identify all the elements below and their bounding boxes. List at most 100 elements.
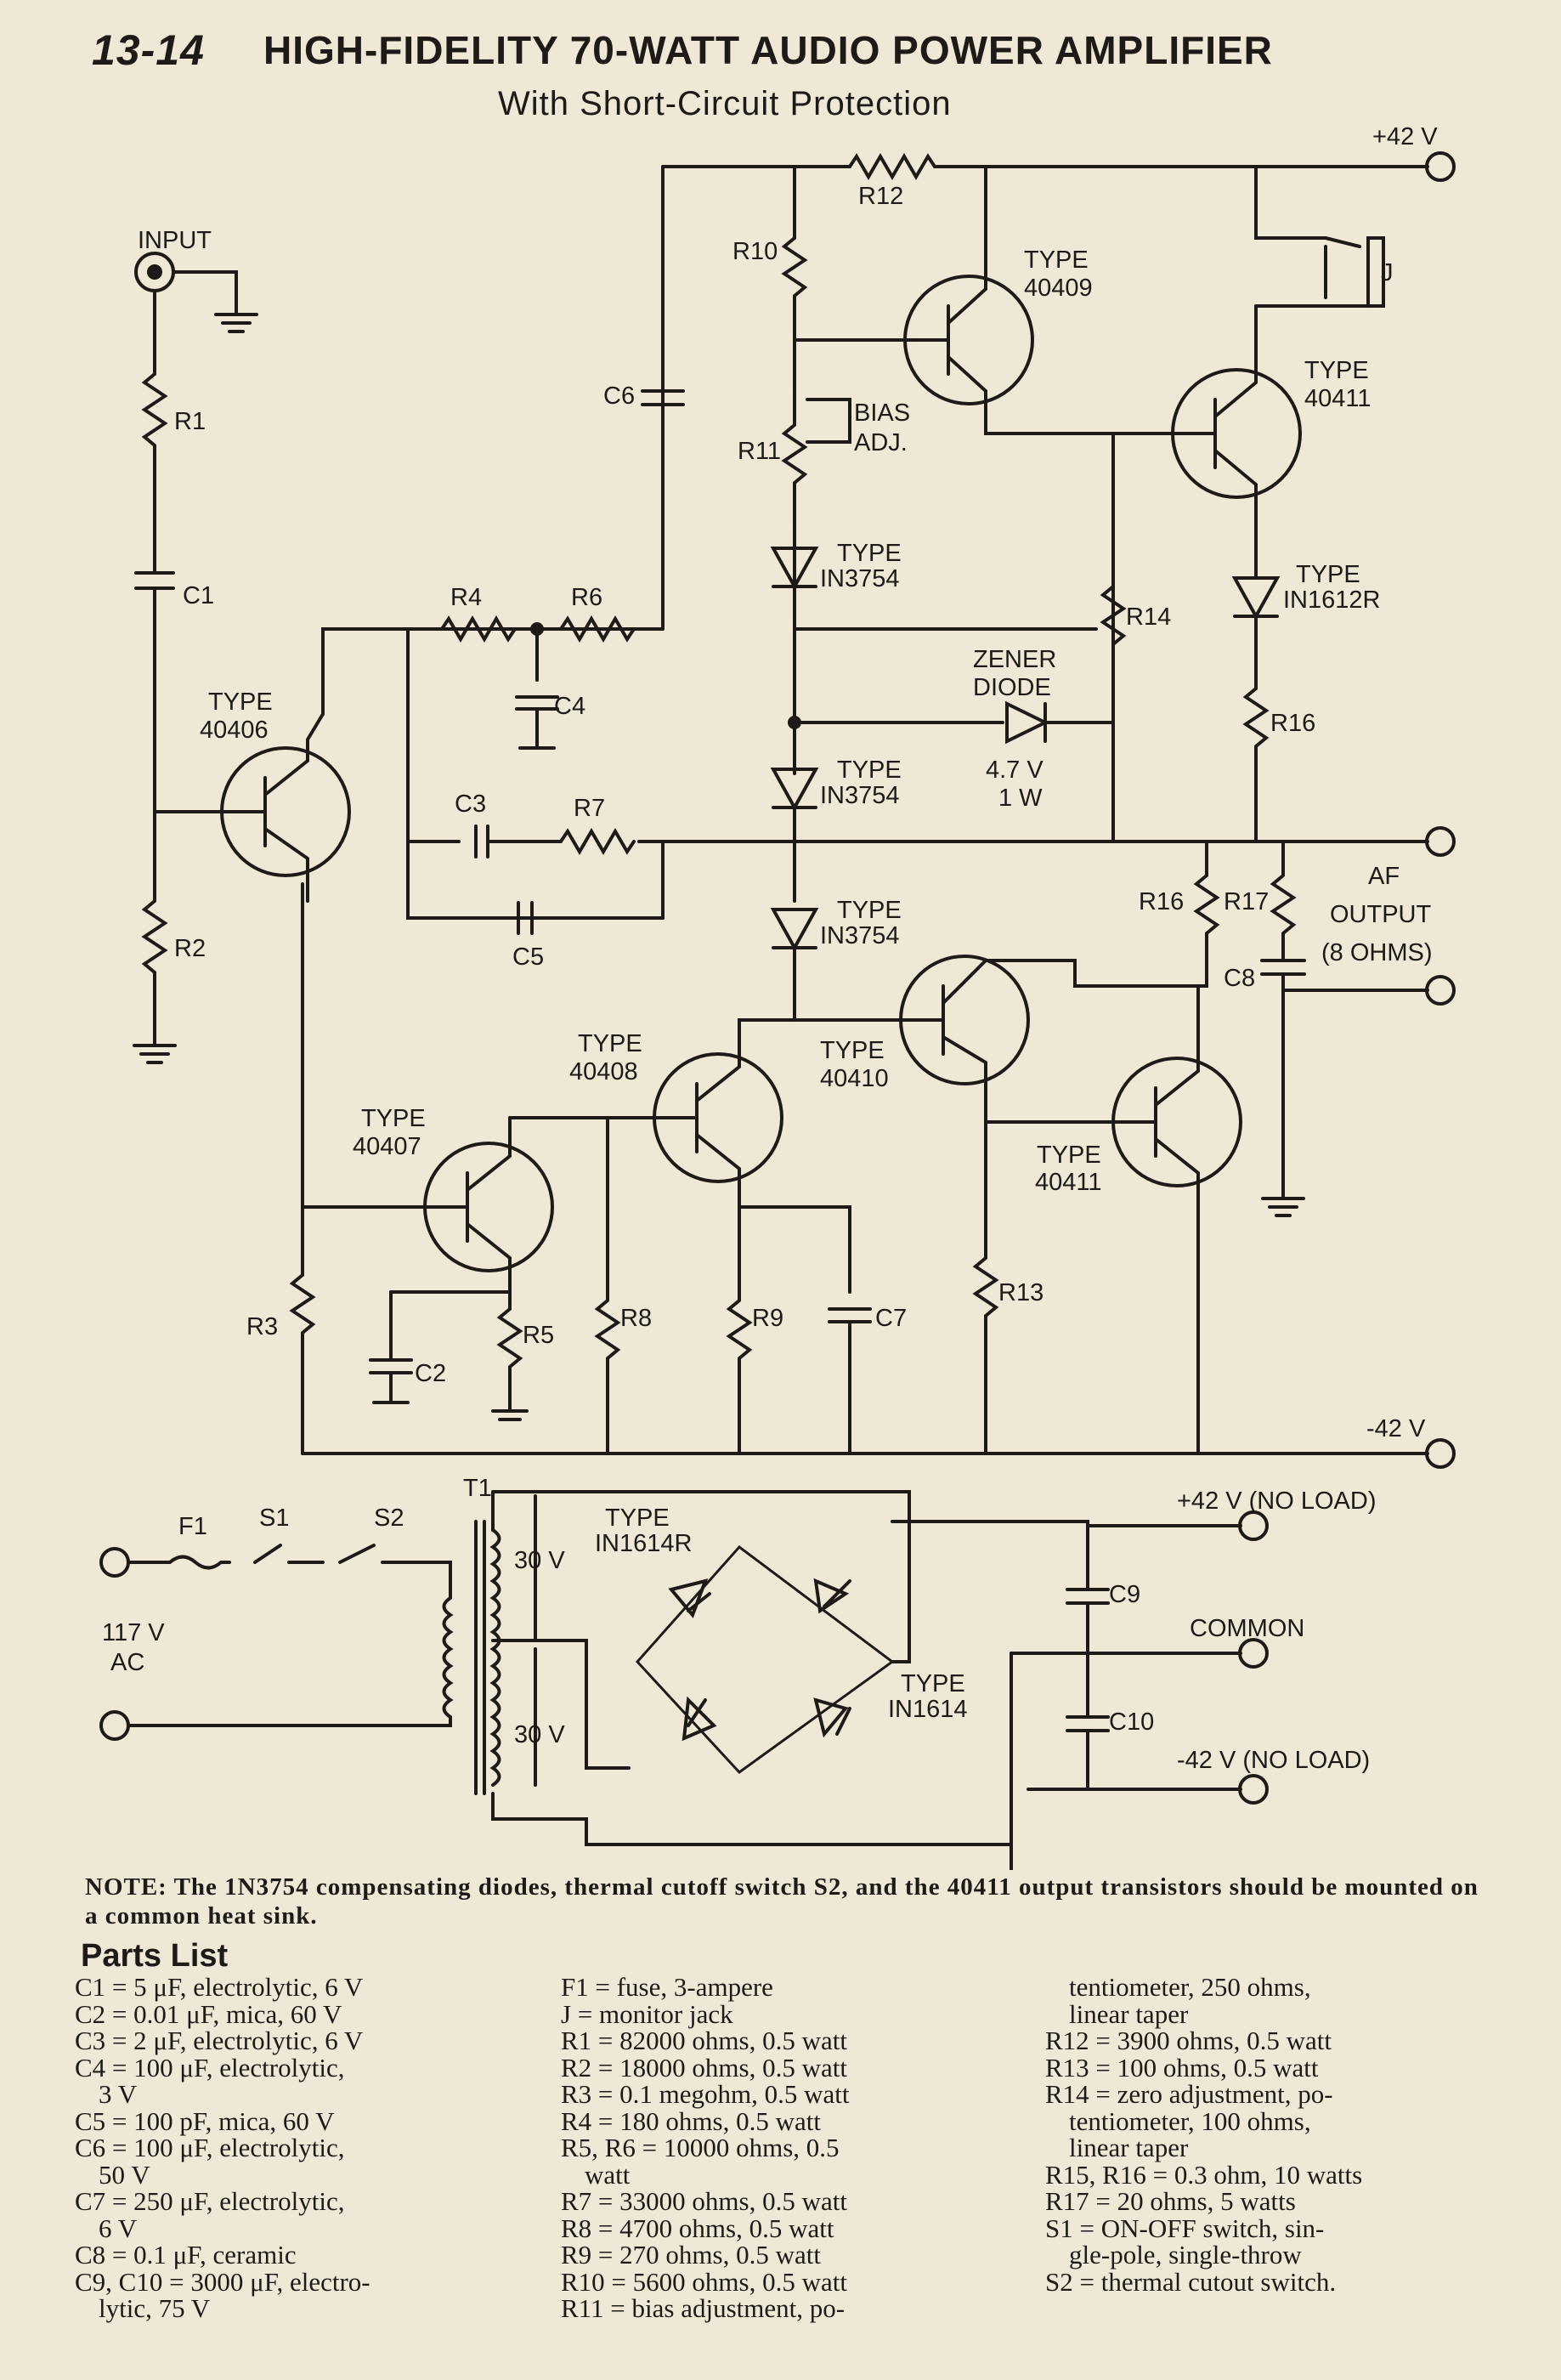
label-zener2: DIODE [973, 674, 1051, 701]
c9 [1066, 1524, 1110, 1655]
ground-symbol [214, 313, 258, 333]
neg-42v-terminal[interactable] [1425, 1438, 1456, 1469]
part-entry: R13 = 100 ohms, 0.5 watt [1045, 2052, 1319, 2082]
part-entry: R7 = 33000 ohms, 0.5 watt [561, 2186, 847, 2216]
bridge-diode-3 [682, 1696, 717, 1742]
transistor-40409 [903, 275, 1034, 405]
common-terminal[interactable] [1238, 1638, 1269, 1669]
part-entry: R5, R6 = 10000 ohms, 0.5 [561, 2133, 840, 2162]
pos-42v-noload-terminal[interactable] [1238, 1510, 1269, 1541]
transistor-40406 [220, 746, 351, 877]
r4 [440, 615, 517, 643]
ac-terminal-2[interactable] [99, 1710, 130, 1741]
label-in3754: IN3754 [820, 565, 900, 592]
label-s2: S2 [374, 1504, 404, 1532]
part-entry: R9 = 270 ohms, 0.5 watt [561, 2240, 821, 2270]
part-entry: watt [585, 2159, 631, 2190]
note-text: NOTE: The 1N3754 compensating diodes, th… [85, 1873, 1479, 1930]
af-output-terminal[interactable] [1425, 826, 1456, 857]
part-entry: C3 = 2 μF, electrolytic, 6 V [75, 2026, 364, 2055]
label-bias1: BIAS [854, 400, 910, 427]
label-in1614r: IN1614R [595, 1530, 692, 1557]
type-label: TYPE [1304, 357, 1369, 384]
label-common: COMMON [1190, 1615, 1304, 1642]
c1 [134, 571, 175, 590]
label-r7: R7 [574, 795, 605, 822]
r10 [781, 236, 808, 342]
af-output-common-terminal[interactable] [1425, 975, 1456, 1006]
r13 [972, 1120, 999, 1455]
part-entry: R1 = 82000 ohms, 0.5 watt [561, 2026, 847, 2055]
label-c8: C8 [1224, 965, 1255, 992]
label-pos42: +42 V [1372, 123, 1438, 150]
label-in3754: IN3754 [820, 782, 900, 809]
label-in1612r: IN1612R [1283, 586, 1380, 614]
parts-list-title: Parts List [81, 1938, 229, 1974]
diode-in1612r [1231, 559, 1281, 690]
label-ac: AC [110, 1649, 144, 1676]
neg-42v-noload-terminal[interactable] [1238, 1774, 1269, 1805]
part-entry: R10 = 5600 ohms, 0.5 watt [561, 2266, 847, 2297]
r8 [594, 1116, 621, 1455]
r16-lower [1193, 840, 1220, 945]
label-r16-lower: R16 [1139, 888, 1184, 915]
pos-42v-terminal[interactable] [1425, 151, 1456, 182]
monitor-jack[interactable] [1366, 236, 1385, 308]
part-entry: R8 = 4700 ohms, 0.5 watt [561, 2213, 834, 2243]
r6 [559, 615, 636, 643]
diode-in3754-2 [770, 768, 819, 903]
diode-in3754-1 [770, 525, 819, 626]
type-label: TYPE [901, 1670, 965, 1697]
part-entry: C6 = 100 μF, electrolytic, [75, 2133, 345, 2162]
figure-number: 13-14 [92, 26, 205, 74]
label-r8: R8 [620, 1305, 652, 1332]
type-label: TYPE [605, 1504, 670, 1532]
c2 [369, 1290, 413, 1404]
parts-list-column-1: C1 = 5 μF, electrolytic, 6 V C2 = 0.01 μ… [75, 1974, 517, 2322]
label-c5: C5 [512, 944, 544, 971]
fuse-f1 [127, 1555, 231, 1570]
part-entry: R11 = bias adjustment, po- [561, 2293, 846, 2323]
label-in3754: IN3754 [820, 922, 900, 949]
r7 [559, 828, 636, 855]
part-entry: R12 = 3900 ohms, 0.5 watt [1045, 2026, 1332, 2055]
zener-diode [1005, 700, 1115, 745]
ac-terminal-1[interactable] [99, 1547, 130, 1578]
amplifier-schematic: +42 V -42 V INPUT J BIAS ADJ. ZENER DIOD… [99, 123, 1456, 1870]
diode-in3754-3 [770, 908, 819, 1022]
part-entry: C2 = 0.01 μF, mica, 60 V [75, 1998, 342, 2029]
label-30v-upper: 30 V [514, 1547, 565, 1574]
part-entry: R14 = zero adjustment, po- [1045, 2079, 1333, 2109]
label-r16-upper: R16 [1270, 710, 1315, 737]
label-af3: (8 OHMS) [1321, 939, 1433, 966]
part-entry: 50 V [99, 2159, 150, 2190]
bridge-diode-2 [813, 1578, 851, 1614]
label-r17: R17 [1224, 888, 1269, 915]
part-entry: R4 = 180 ohms, 0.5 watt [561, 2105, 821, 2136]
label-bias2: ADJ. [854, 429, 908, 456]
part-entry: R2 = 18000 ohms, 0.5 watt [561, 2052, 847, 2082]
r5 [491, 1290, 529, 1421]
label-s1: S1 [259, 1504, 289, 1532]
bridge-diode-4 [813, 1697, 851, 1738]
type-label: TYPE [837, 540, 902, 567]
label-c7: C7 [875, 1305, 907, 1332]
r14-zero-pot[interactable] [793, 585, 1127, 843]
label-40406: 40406 [200, 717, 269, 744]
label-r14: R14 [1126, 604, 1171, 631]
r11-bias-pot[interactable] [781, 389, 851, 529]
label-r9: R9 [752, 1305, 783, 1332]
label-r5: R5 [523, 1322, 554, 1349]
label-r13: R13 [998, 1279, 1043, 1306]
label-in1614: IN1614 [888, 1696, 968, 1723]
part-entry: tentiometer, 250 ohms, [1069, 1972, 1311, 2002]
label-r3: R3 [246, 1313, 278, 1340]
r1 [141, 372, 168, 554]
part-entry: R15, R16 = 0.3 ohm, 10 watts [1045, 2159, 1363, 2190]
c8 [1260, 942, 1306, 1200]
page-subtitle: With Short-Circuit Protection [498, 85, 952, 122]
label-40410: 40410 [820, 1065, 889, 1092]
label-c10: C10 [1109, 1708, 1154, 1736]
label-r11: R11 [738, 438, 781, 465]
label-c9: C9 [1109, 1581, 1140, 1608]
